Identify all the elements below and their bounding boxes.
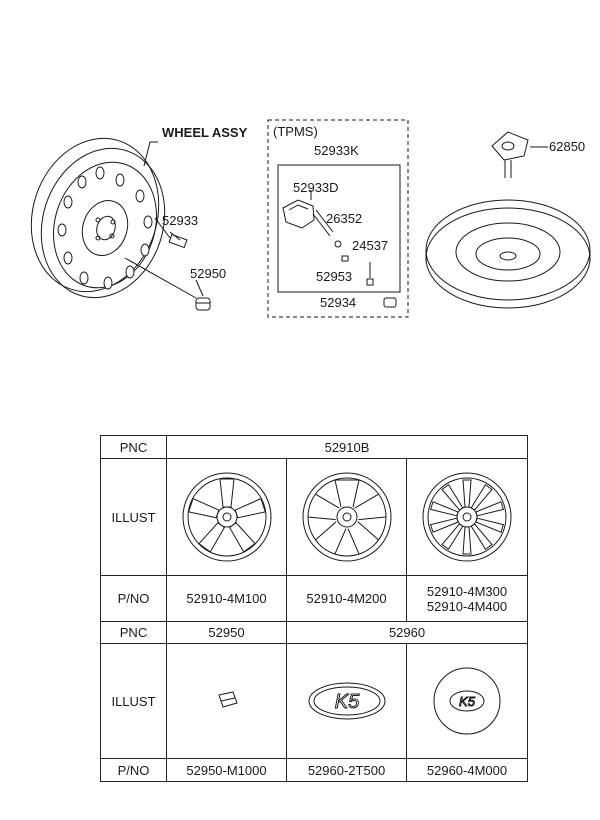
- valve-stem-illustration: [154, 217, 188, 249]
- illust-lug-nut: [166, 643, 287, 759]
- alloy-wheel-multi-spoke-icon: [422, 472, 512, 562]
- part-number-52910-4M200: 52910-4M200: [286, 575, 407, 622]
- illust-center-cap-4M000: K5: [405, 643, 529, 759]
- callout-26352: 26352: [326, 211, 363, 226]
- tpms-sensor-illustration: [282, 190, 334, 237]
- emblem-text-a: K5: [334, 691, 359, 713]
- illust-wheel-4M300: [405, 458, 529, 576]
- part-number-52960-4M000: 52960-4M000: [405, 758, 529, 782]
- illust-emblem-2T500: K5: [286, 643, 407, 759]
- callout-52934: 52934: [320, 295, 357, 310]
- spare-tire-bolt-illustration: [491, 131, 548, 178]
- pnc-52950: 52950: [166, 621, 287, 644]
- callout-52933K: 52933K: [314, 143, 359, 158]
- emblem-text-b: K5: [459, 694, 476, 709]
- lug-nut-illustration: [124, 257, 211, 311]
- k5-emblem-icon: K5: [308, 682, 385, 720]
- callout-62850: 62850: [549, 139, 586, 154]
- pnc-header: PNC: [100, 435, 167, 459]
- steel-wheel-illustration: [30, 137, 166, 299]
- part-number-52950-M1000: 52950-M1000: [166, 758, 287, 782]
- parts-table: PNC 52910B ILLUST P/NO 52910-4M100 52910…: [100, 435, 529, 782]
- tpms-label: (TPMS): [273, 124, 318, 139]
- pno-header: P/NO: [100, 575, 167, 622]
- illust-wheel-4M200: [286, 458, 407, 576]
- alloy-wheel-double-spoke-icon: [302, 472, 391, 562]
- pnc-52960: 52960: [285, 621, 529, 644]
- pno-header-2: P/NO: [100, 758, 167, 782]
- lug-nut-icon: [217, 691, 238, 708]
- illust-header: ILLUST: [100, 458, 167, 576]
- alloy-wheel-5-spoke-icon: [182, 472, 271, 562]
- part-number-52960-2T500: 52960-2T500: [286, 758, 407, 782]
- illust-header-2: ILLUST: [100, 643, 167, 759]
- center-cap-icon: K5: [433, 667, 501, 735]
- wheel-assy-label: WHEEL ASSY: [162, 125, 248, 140]
- part-number-group-4M300-4M400: 52910-4M300 52910-4M400: [405, 575, 529, 622]
- callout-52933: 52933: [162, 213, 199, 228]
- exploded-wheel-diagram: [30, 119, 591, 318]
- pnc-header-2: PNC: [100, 621, 167, 644]
- callout-52933D: 52933D: [293, 180, 339, 195]
- callout-24537: 24537: [352, 238, 389, 253]
- part-number-52910-4M100: 52910-4M100: [166, 575, 287, 622]
- pnc-52910B: 52910B: [165, 435, 529, 459]
- illust-wheel-4M100: [166, 458, 287, 576]
- spare-tire-illustration: [425, 199, 591, 309]
- part-number-52910-4M300: 52910-4M300: [426, 583, 508, 599]
- callout-52950: 52950: [190, 266, 227, 281]
- part-number-52910-4M400: 52910-4M400: [426, 598, 508, 614]
- callout-52953: 52953: [316, 269, 353, 284]
